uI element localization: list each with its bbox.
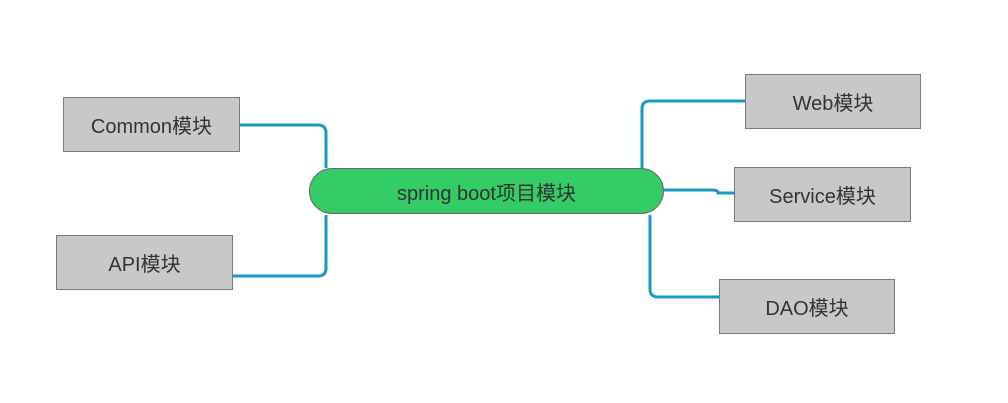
- node-web-label: Web模块: [792, 93, 874, 115]
- node-center[interactable]: spring boot项目模块: [309, 168, 664, 214]
- connector-service: [664, 188, 734, 195]
- node-dao[interactable]: DAO模块: [719, 279, 895, 334]
- node-center-label: spring boot项目模块: [397, 182, 576, 205]
- node-api-label: API模块: [108, 254, 181, 276]
- connector-api: [233, 215, 328, 278]
- node-common[interactable]: Common模块: [63, 97, 240, 152]
- node-service[interactable]: Service模块: [734, 167, 911, 222]
- connector-common: [240, 123, 328, 168]
- node-dao-label: DAO模块: [765, 298, 849, 320]
- node-common-label: Common模块: [90, 116, 213, 138]
- node-service-label: Service模块: [769, 186, 876, 208]
- node-web[interactable]: Web模块: [745, 74, 921, 129]
- connector-web: [640, 99, 746, 168]
- connector-dao: [648, 215, 720, 299]
- node-api[interactable]: API模块: [56, 235, 233, 290]
